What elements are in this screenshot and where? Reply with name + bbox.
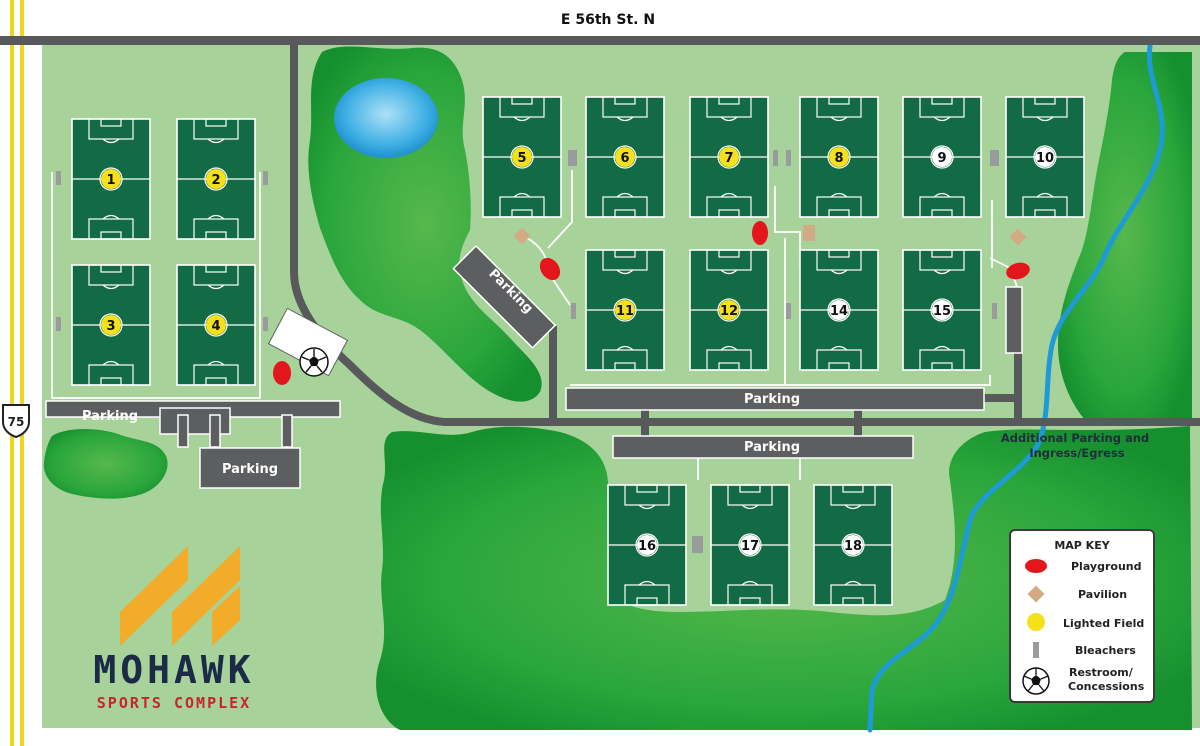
svg-text:1: 1 [106,173,115,188]
parking-lot-diagonal [452,244,557,349]
pavilion-icon [513,227,531,245]
parking-lot-east [1005,286,1023,354]
highway-shield-icon: 75 [2,404,30,439]
street-label: E 56th St. N [561,12,655,28]
map-key-title: MAP KEY [1054,539,1110,552]
bleachers-icon [263,317,268,331]
pavilion-icon [803,225,815,241]
bleachers-icon [568,150,577,166]
parking-lots [45,244,1023,489]
key-label-lighted-field: Lighted Field [1063,617,1144,630]
svg-text:5: 5 [517,151,526,166]
key-label-bleachers: Bleachers [1075,644,1136,657]
playground-icon [752,221,768,245]
bleachers-icon [263,171,268,185]
svg-text:14: 14 [830,304,848,319]
svg-text:12: 12 [720,304,738,319]
bleachers-icon [1033,642,1039,658]
field-17[interactable]: 17 [710,484,790,606]
svg-text:18: 18 [844,539,862,554]
bleachers-icon [992,303,997,319]
map-key: MAP KEY Playground Pavilion Lighted Fiel… [1009,529,1155,703]
soccer-ball-icon [1022,667,1050,695]
svg-text:9: 9 [937,151,946,166]
logo-name: MOHAWK [93,648,254,692]
bleachers-icon [56,171,61,185]
svg-text:17: 17 [741,539,759,554]
key-label-playground: Playground [1071,560,1141,573]
field-5[interactable]: 5 [482,96,562,218]
street-e-56th [0,36,1200,45]
field-7[interactable]: 7 [689,96,769,218]
field-2[interactable]: 2 [176,118,256,240]
svg-text:16: 16 [638,539,656,554]
field-16[interactable]: 16 [607,484,687,606]
playgrounds [273,221,1030,385]
river [867,43,1165,733]
bleachers-icon [56,317,61,331]
lighted-field-icon [1027,613,1045,631]
field-4[interactable]: 4 [176,264,256,386]
field-1[interactable]: 1 [71,118,151,240]
field-11[interactable]: 11 [585,249,665,371]
bleachers-icon [990,150,999,166]
svg-text:4: 4 [211,319,220,334]
bleachers-icon [692,536,703,553]
bleachers [56,150,999,553]
field-8[interactable]: 8 [799,96,879,218]
parking-label-southwest: Parking [222,462,278,477]
playground-icon [1006,262,1030,280]
tree-areas [43,46,1192,730]
parking-label-center: Parking [744,392,800,407]
field-10[interactable]: 10 [1005,96,1085,218]
svg-text:6: 6 [620,151,629,166]
bleachers-icon [571,303,576,319]
key-label-restroom: Restroom/ [1069,666,1134,679]
svg-text:10: 10 [1036,151,1054,166]
playground-icon [1025,559,1047,573]
svg-text:3: 3 [106,319,115,334]
playground-icon [273,361,291,385]
roads [290,41,1200,442]
svg-text:2: 2 [211,173,220,188]
soccer-ball-icon [299,347,329,377]
parking-label-south: Parking [744,440,800,455]
field-9[interactable]: 9 [902,96,982,218]
svg-text:8: 8 [834,151,843,166]
key-label-pavilion: Pavilion [1078,588,1127,601]
soccer-fields: 1 2 3 4 5 6 7 8 9 10 11 12 14 15 16 17 1… [71,96,1085,606]
field-12[interactable]: 12 [689,249,769,371]
parking-label-west: Parking [82,409,138,424]
highway-shield-label: 75 [8,415,25,429]
bleachers-icon [786,303,791,319]
walkways [51,170,1023,480]
field-3[interactable]: 3 [71,264,151,386]
field-18[interactable]: 18 [813,484,893,606]
field-15[interactable]: 15 [902,249,982,371]
logo-tagline: SPORTS COMPLEX [97,694,251,712]
pond [334,78,438,158]
key-label-concessions: Concessions [1068,680,1145,693]
bleachers-icon [786,150,791,166]
pavilion-icon [1009,228,1027,246]
mohawk-logo: MOHAWK SPORTS COMPLEX [93,546,254,712]
svg-text:7: 7 [724,151,733,166]
svg-text:11: 11 [616,304,634,319]
parking-lot-center [565,387,985,411]
field-6[interactable]: 6 [585,96,665,218]
playground-icon [539,257,561,281]
parking-lot-southwest [199,447,301,489]
bleachers-icon [773,150,778,166]
svg-text:15: 15 [933,304,951,319]
field-14[interactable]: 14 [799,249,879,371]
additional-parking-label: Additional Parking and Ingress/Egress [1001,431,1153,460]
parking-lot-south [612,435,914,459]
highway-75 [0,0,42,746]
pavilions [513,225,1027,246]
